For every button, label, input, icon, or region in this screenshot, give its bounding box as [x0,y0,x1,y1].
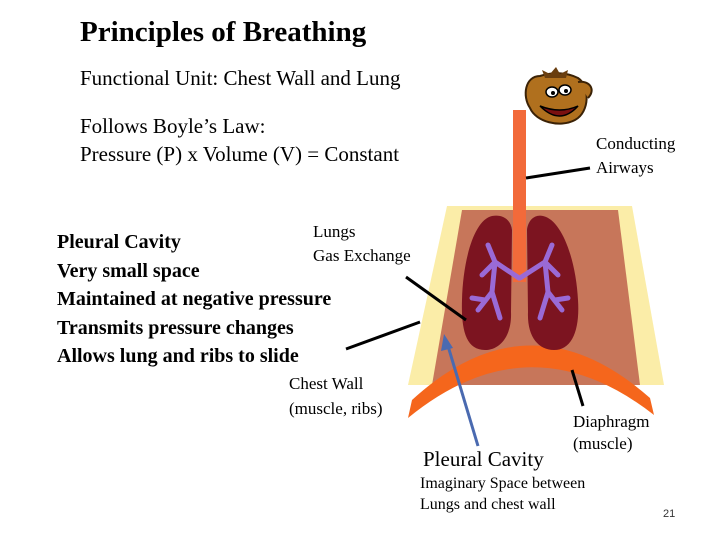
pleural-item: Very small space [57,259,200,282]
pleural-item: Transmits pressure changes [57,316,294,339]
trachea [513,110,526,282]
pointer-lines [345,166,591,407]
gas-exchange-label: Gas Exchange [313,246,411,265]
cartoon-head [524,67,593,125]
pleural-item: Maintained at negative pressure [57,288,332,310]
chest-wall-sublabel: (muscle, ribs) [289,399,383,418]
bronchial-tree [469,242,571,321]
slide-title: Principles of Breathing [80,16,367,48]
slide-subtitle: Functional Unit: Chest Wall and Lung [80,66,401,90]
boyle-law-line-2: Pressure (P) x Volume (V) = Constant [80,142,400,166]
chest-wall-label: Chest Wall [289,374,364,393]
pleural-cavity-list: Pleural Cavity Very small space Maintain… [57,228,331,371]
boyle-law-line-1: Follows Boyle’s Law: [80,114,266,138]
conducting-label: Conducting [596,134,676,153]
page-number: 21 [663,508,676,520]
pleural-item: Allows lung and ribs to slide [57,345,299,367]
diaphragm-label: Diaphragm [573,412,650,431]
pleural-item: Pleural Cavity [57,231,181,253]
airways-label: Airways [596,158,654,177]
imaginary-space-sublabel: Lungs and chest wall [420,496,556,513]
diaphragm [408,345,654,418]
diaphragm-sublabel: (muscle) [573,434,633,453]
lungs-label: Lungs [313,222,356,241]
pleural-cavity-arrow [441,334,480,447]
imaginary-space-label: Imaginary Space between [420,475,586,492]
pleural-cavity-label: Pleural Cavity [423,447,544,471]
